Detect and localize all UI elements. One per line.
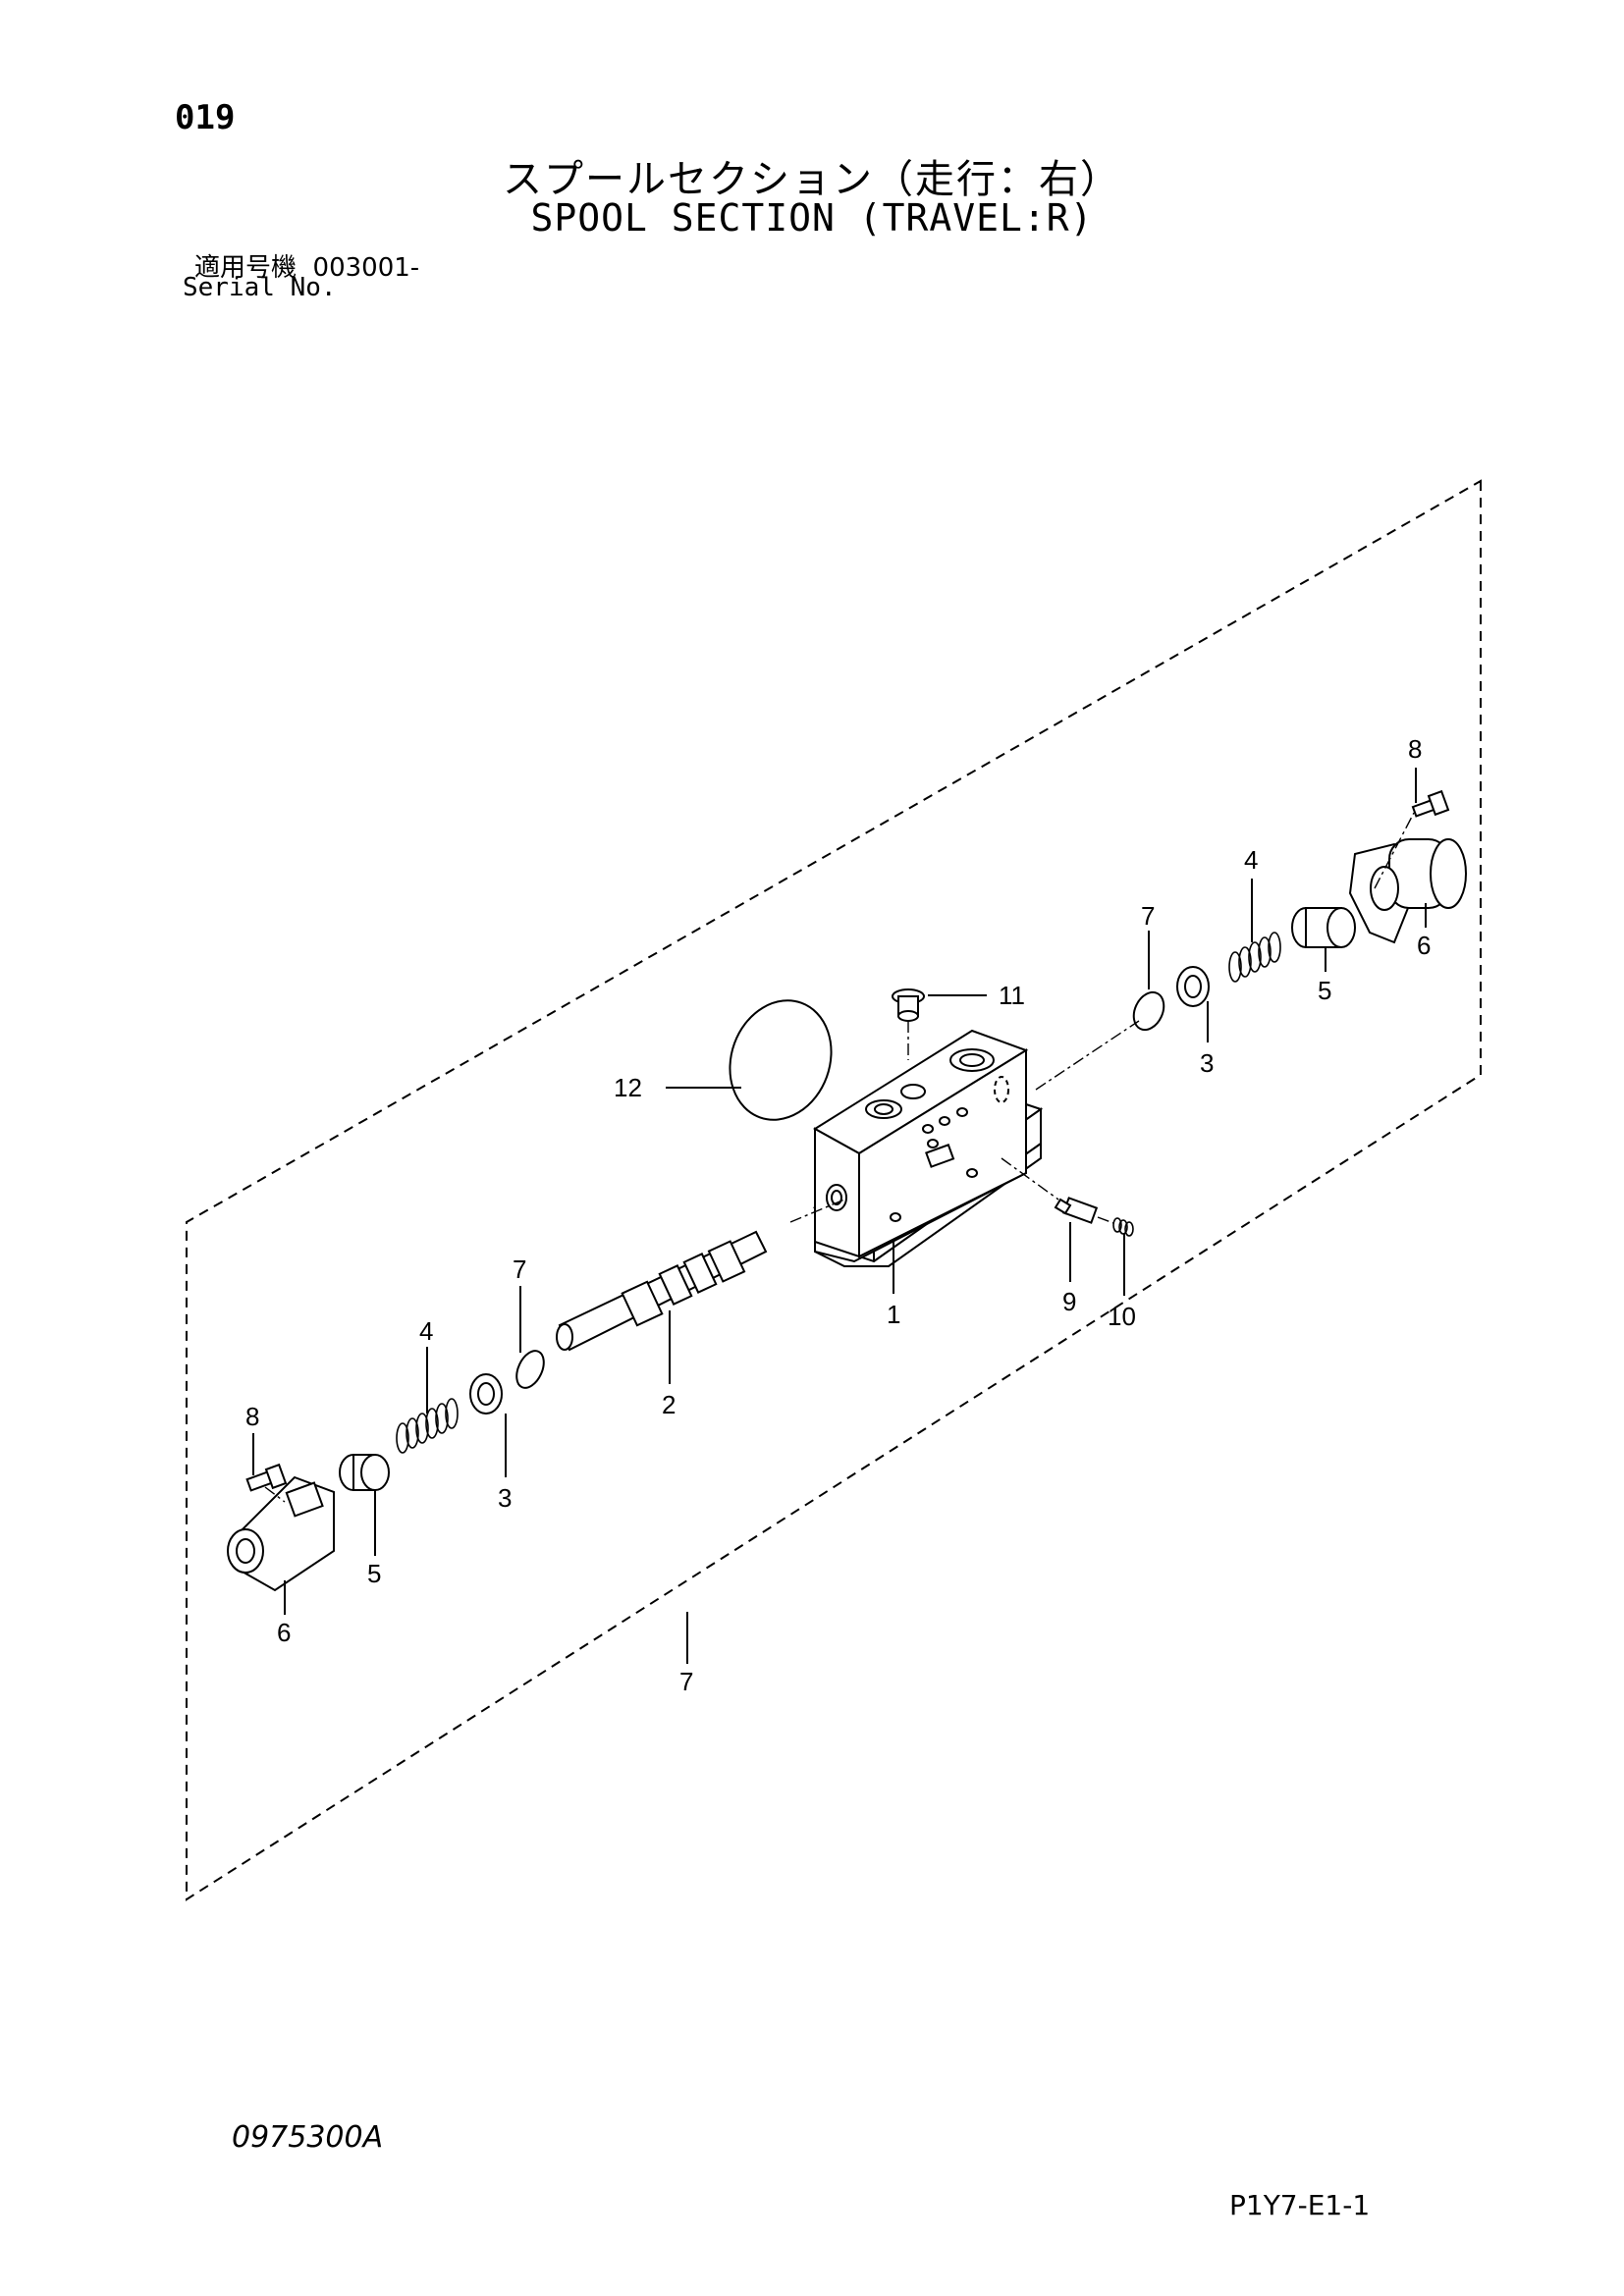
callout-part-4-left: 4 — [419, 1316, 433, 1346]
callout-part-8-left: 8 — [245, 1402, 259, 1431]
spool — [556, 1230, 768, 1352]
right-end-parts — [1132, 789, 1467, 1032]
callout-part-4-right: 4 — [1244, 845, 1258, 875]
check-valve-spring — [1112, 1217, 1134, 1237]
plug — [892, 988, 925, 1022]
page-code: P1Y7-E1-1 — [1229, 2189, 1371, 2221]
callout-part-5-right: 5 — [1318, 976, 1331, 1005]
large-o-ring — [729, 999, 833, 1121]
page-title-japanese: スプールセクション（走行：右） — [503, 157, 1121, 202]
assembly-axis-lines — [264, 812, 1415, 1503]
callout-part-11: 11 — [999, 981, 1025, 1010]
valve-body — [812, 1029, 1044, 1267]
callout-leader-lines — [252, 768, 1427, 1664]
assembly-boundary — [186, 479, 1482, 1901]
callout-part-6-left: 6 — [277, 1618, 291, 1647]
callout-part-1: 1 — [887, 1300, 900, 1329]
page-number: 019 — [175, 98, 236, 137]
check-valve-poppet — [1054, 1197, 1099, 1224]
callout-part-12: 12 — [614, 1073, 642, 1102]
serial-label-japanese: 適用号機 — [194, 253, 298, 283]
serial-number-value: 003001- — [312, 253, 420, 283]
drawing-code: 0975300A — [232, 2120, 384, 2155]
serial-number-row: 適用号機 003001- — [194, 247, 419, 284]
callout-part-8-right: 8 — [1408, 734, 1422, 764]
callout-part-5-left: 5 — [367, 1559, 381, 1588]
page-title-english: SPOOL SECTION (TRAVEL:R) — [530, 196, 1094, 240]
left-end-parts — [227, 1350, 545, 1592]
callout-part-9: 9 — [1062, 1287, 1076, 1316]
callout-part-7-left: 7 — [513, 1255, 526, 1284]
callout-part-7-right: 7 — [1141, 901, 1155, 931]
callout-part-3-left: 3 — [498, 1483, 512, 1513]
callout-part-7-assembly: 7 — [679, 1667, 693, 1696]
callout-part-2: 2 — [662, 1390, 676, 1419]
serial-label-english: Serial No. — [183, 273, 337, 302]
callout-part-3-right: 3 — [1200, 1048, 1214, 1078]
callout-part-10: 10 — [1108, 1302, 1136, 1331]
callout-part-6-right: 6 — [1417, 931, 1431, 960]
